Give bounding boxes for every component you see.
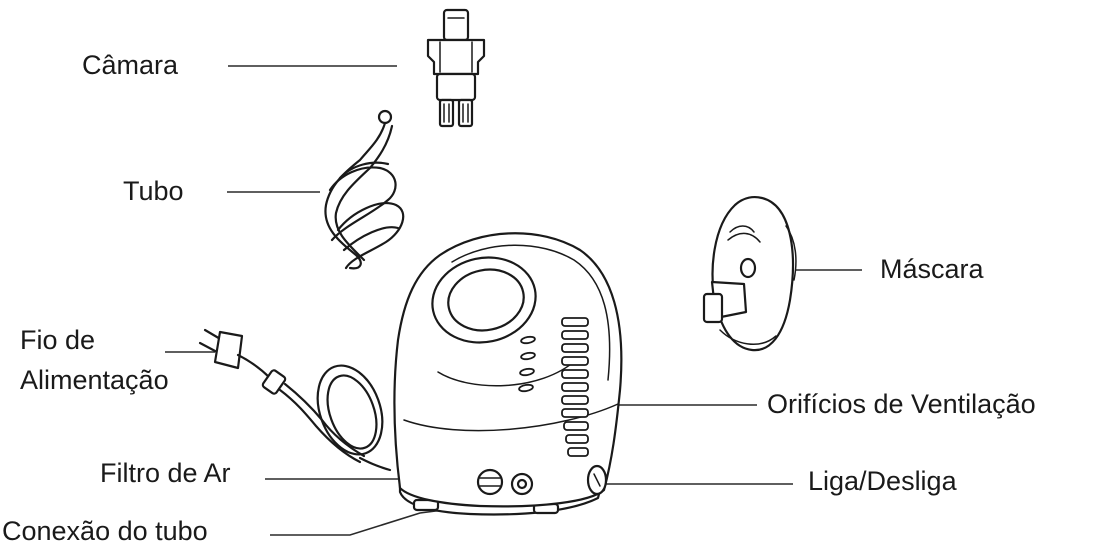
air-filter-icon — [476, 468, 504, 496]
compressor-unit-icon — [393, 232, 623, 516]
label-fio-line2: Alimentação — [20, 365, 169, 395]
ventilation-slots — [561, 317, 589, 457]
label-tubo: Tubo — [123, 176, 184, 206]
nebulizer-chamber-icon — [426, 8, 486, 128]
label-fio-line1: Fio de — [20, 325, 96, 355]
label-conexao: Conexão do tubo — [2, 516, 208, 546]
label-camara: Câmara — [82, 50, 179, 80]
face-mask-icon — [702, 196, 797, 352]
label-mascara: Máscara — [880, 254, 984, 284]
label-liga: Liga/Desliga — [808, 466, 957, 496]
label-filtro: Filtro de Ar — [100, 458, 231, 488]
label-orificios: Orifícios de Ventilação — [767, 389, 1036, 419]
power-cord-icon — [198, 328, 392, 472]
air-tube-icon — [324, 109, 405, 270]
